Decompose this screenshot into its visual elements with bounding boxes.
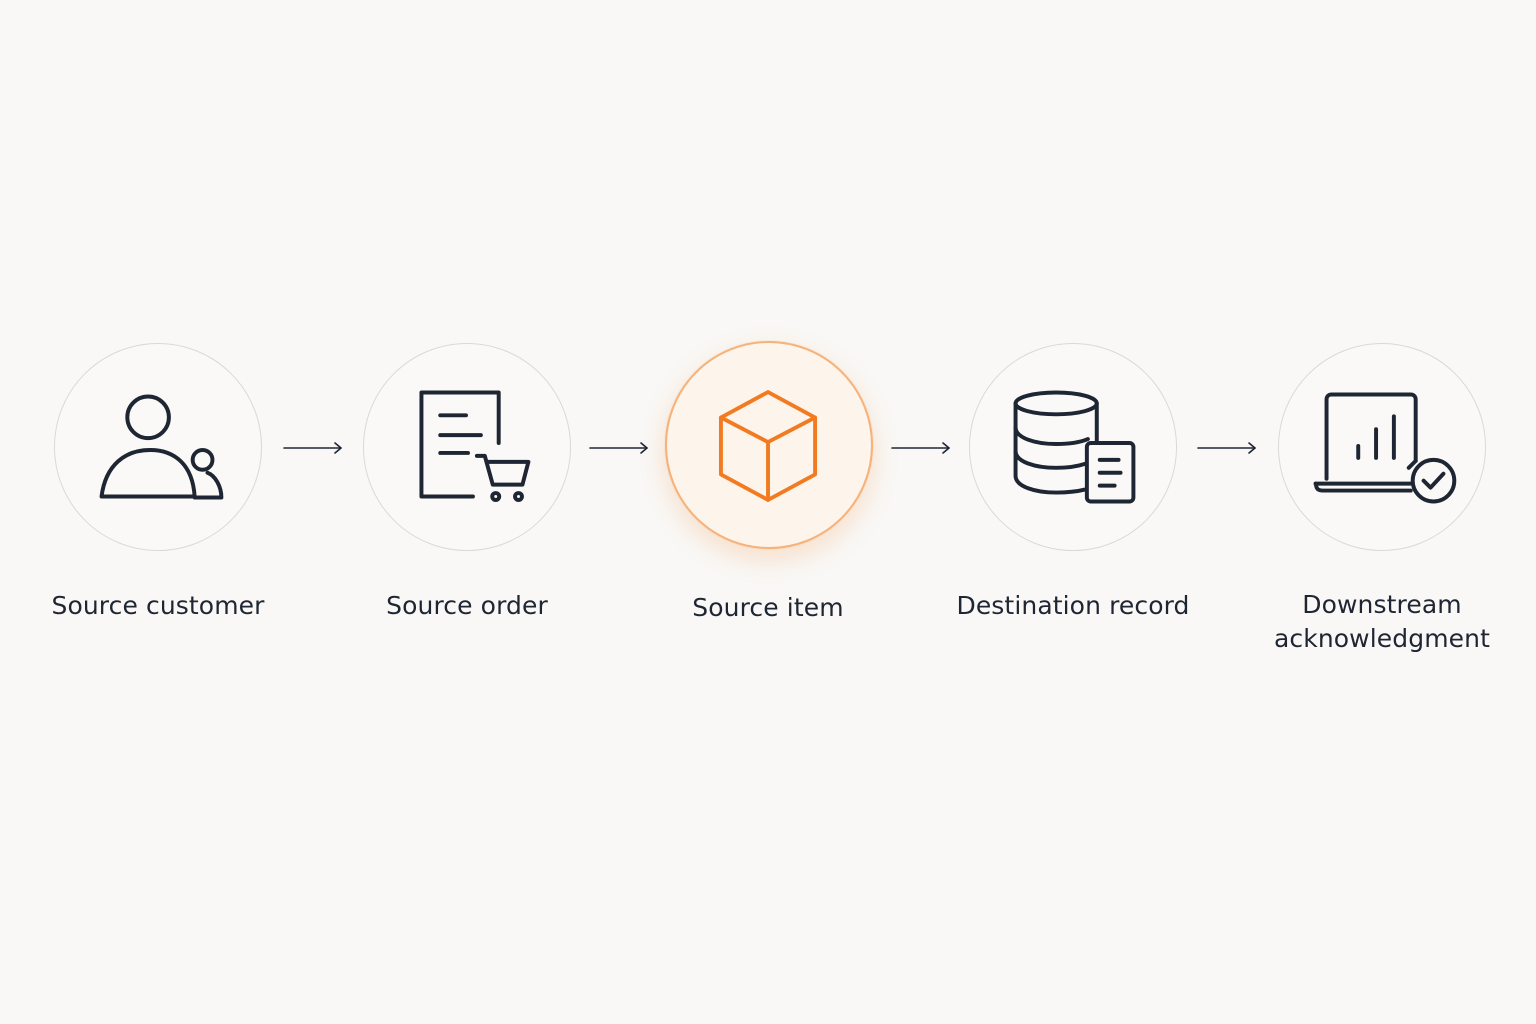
node-label-source-item: Source item — [692, 593, 844, 622]
arrow-connector — [1197, 440, 1261, 456]
node-source-customer — [54, 343, 262, 551]
node-downstream-acknowledgment — [1278, 343, 1486, 551]
arrow-connector — [283, 440, 347, 456]
node-source-order — [363, 343, 571, 551]
arrow-connector — [589, 440, 653, 456]
node-label-destination-record: Destination record — [956, 591, 1190, 620]
node-label-source-customer: Source customer — [51, 591, 265, 620]
person-icon — [99, 394, 224, 500]
laptop-chart-check-icon — [1313, 392, 1457, 504]
node-destination-record — [969, 343, 1177, 551]
cube-icon — [718, 390, 818, 502]
database-document-icon — [1013, 390, 1136, 504]
arrow-connector — [891, 440, 955, 456]
node-label-source-order: Source order — [386, 591, 548, 620]
node-source-item — [665, 341, 873, 549]
order-cart-icon — [419, 390, 531, 502]
node-label-downstream-acknowledgment: Downstream acknowledgment — [1274, 590, 1490, 653]
